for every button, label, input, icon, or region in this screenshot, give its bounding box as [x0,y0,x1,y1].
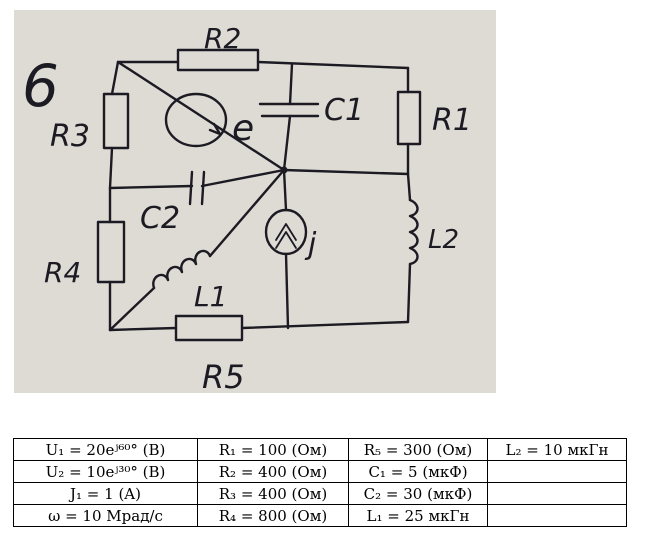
capacitor-c1: C1 [258,62,364,172]
param-cell: U₂ = 10eʲ³⁰° (B) [13,460,198,483]
voltage-source-e: e [116,60,286,172]
svg-text:C1: C1 [324,93,364,128]
circuit-photo: 6 R2 R3 R4 R5 [14,10,496,393]
table-row: U₁ = 20eʲ⁶⁰° (B) R₁ = 100 (Ом) R₅ = 300 … [13,438,627,461]
photo-background [14,10,496,393]
resistor-r3: R3 [50,60,130,190]
wire-center-right [282,168,410,176]
junction-dot [280,166,288,174]
param-cell: J₁ = 1 (A) [13,482,198,505]
param-cell: R₄ = 800 (Ом) [197,504,349,527]
variant-number: 6 [22,52,59,120]
param-cell: ω = 10 Мрад/c [13,504,198,527]
svg-text:e: e [232,108,254,149]
resistor-r2: R2 [116,22,410,72]
capacitor-c2: C2 [108,168,286,236]
table-row: ω = 10 Мрад/c R₄ = 800 (Ом) L₁ = 25 мкГн [13,504,627,527]
svg-text:R3: R3 [50,119,90,154]
resistor-r4: R4 [44,186,126,332]
inductor-l2: L2 [406,172,459,324]
svg-text:R2: R2 [204,22,241,55]
param-cell: U₁ = 20eʲ⁶⁰° (B) [13,438,198,461]
param-cell: R₂ = 400 (Ом) [197,460,349,483]
param-cell: L₂ = 10 мкГн [487,438,627,461]
svg-text:C2: C2 [140,201,180,236]
table-row: J₁ = 1 (A) R₃ = 400 (Ом) C₂ = 30 (мкФ) [13,482,627,505]
param-cell: C₂ = 30 (мкФ) [348,482,488,505]
svg-text:L2: L2 [428,225,459,255]
param-cell [487,504,627,527]
param-cell [487,460,627,483]
svg-text:R4: R4 [44,256,81,289]
resistor-r5: R5 [108,314,410,393]
inductor-l1: L1 [108,168,286,332]
param-cell: R₅ = 300 (Ом) [348,438,488,461]
param-cell: C₁ = 5 (мкФ) [348,460,488,483]
resistor-r1: R1 [396,66,472,176]
table-row: U₂ = 10eʲ³⁰° (B) R₂ = 400 (Ом) C₁ = 5 (м… [13,460,627,483]
svg-text:L1: L1 [194,280,227,313]
svg-text:R5: R5 [202,358,245,393]
param-cell: R₃ = 400 (Ом) [197,482,349,505]
param-cell [487,482,627,505]
svg-text:R1: R1 [432,103,472,138]
param-cell: L₁ = 25 мкГн [348,504,488,527]
parameters-table: U₁ = 20eʲ⁶⁰° (B) R₁ = 100 (Ом) R₅ = 300 … [13,438,627,527]
svg-text:j: j [304,227,317,262]
current-source-j: j [264,168,317,330]
param-cell: R₁ = 100 (Ом) [197,438,349,461]
